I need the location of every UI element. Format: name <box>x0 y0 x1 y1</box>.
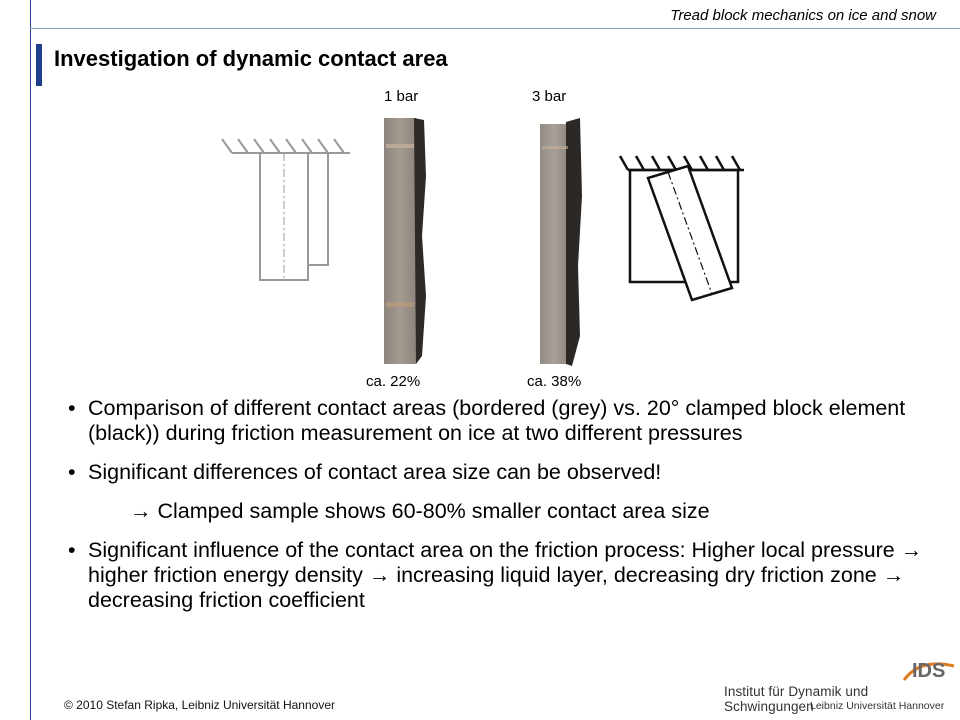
bullet-dot: • <box>68 396 76 420</box>
bullet-item: • Comparison of different contact areas … <box>62 396 942 446</box>
sample-photo-3bar <box>540 118 582 366</box>
footer-copyright: © 2010 Stefan Ripka, Leibniz Universität… <box>64 698 335 712</box>
bullet-item: • Significant influence of the contact a… <box>62 538 942 613</box>
slide-title: Investigation of dynamic contact area <box>54 46 448 71</box>
sample-photo-1bar <box>384 118 426 364</box>
bullet-text: Comparison of different contact areas (b… <box>88 396 906 445</box>
title-accent-bar <box>36 44 42 86</box>
clamped-block-diagram <box>618 155 744 302</box>
ids-logo-arc <box>902 662 955 681</box>
sub-bullet-text: → Clamped sample shows 60-80% smaller co… <box>130 499 710 523</box>
label-3bar: 3 bar <box>532 88 567 105</box>
bullet-dot: • <box>68 460 76 484</box>
header-divider <box>30 28 960 29</box>
left-border-line <box>30 0 31 720</box>
ids-logo-acronym: IDS <box>912 660 946 682</box>
label-22-percent: ca. 22% <box>366 373 421 390</box>
institute-name: Institut für Dynamik und Schwingungen <box>724 684 869 714</box>
label-38-percent: ca. 38% <box>527 373 582 390</box>
label-1bar: 1 bar <box>384 88 419 105</box>
header-text: Tread block mechanics on ice and snow <box>670 7 936 24</box>
bullet-dot: • <box>68 538 76 562</box>
bordered-block-diagram <box>221 138 350 281</box>
bullet-list: • Comparison of different contact areas … <box>62 396 942 627</box>
university-name: Leibniz Universität Hannover <box>810 700 945 712</box>
bullet-item: • Significant differences of contact are… <box>62 460 942 485</box>
bullet-text: Significant influence of the contact are… <box>88 538 923 612</box>
bullet-text: Significant differences of contact area … <box>88 460 662 484</box>
